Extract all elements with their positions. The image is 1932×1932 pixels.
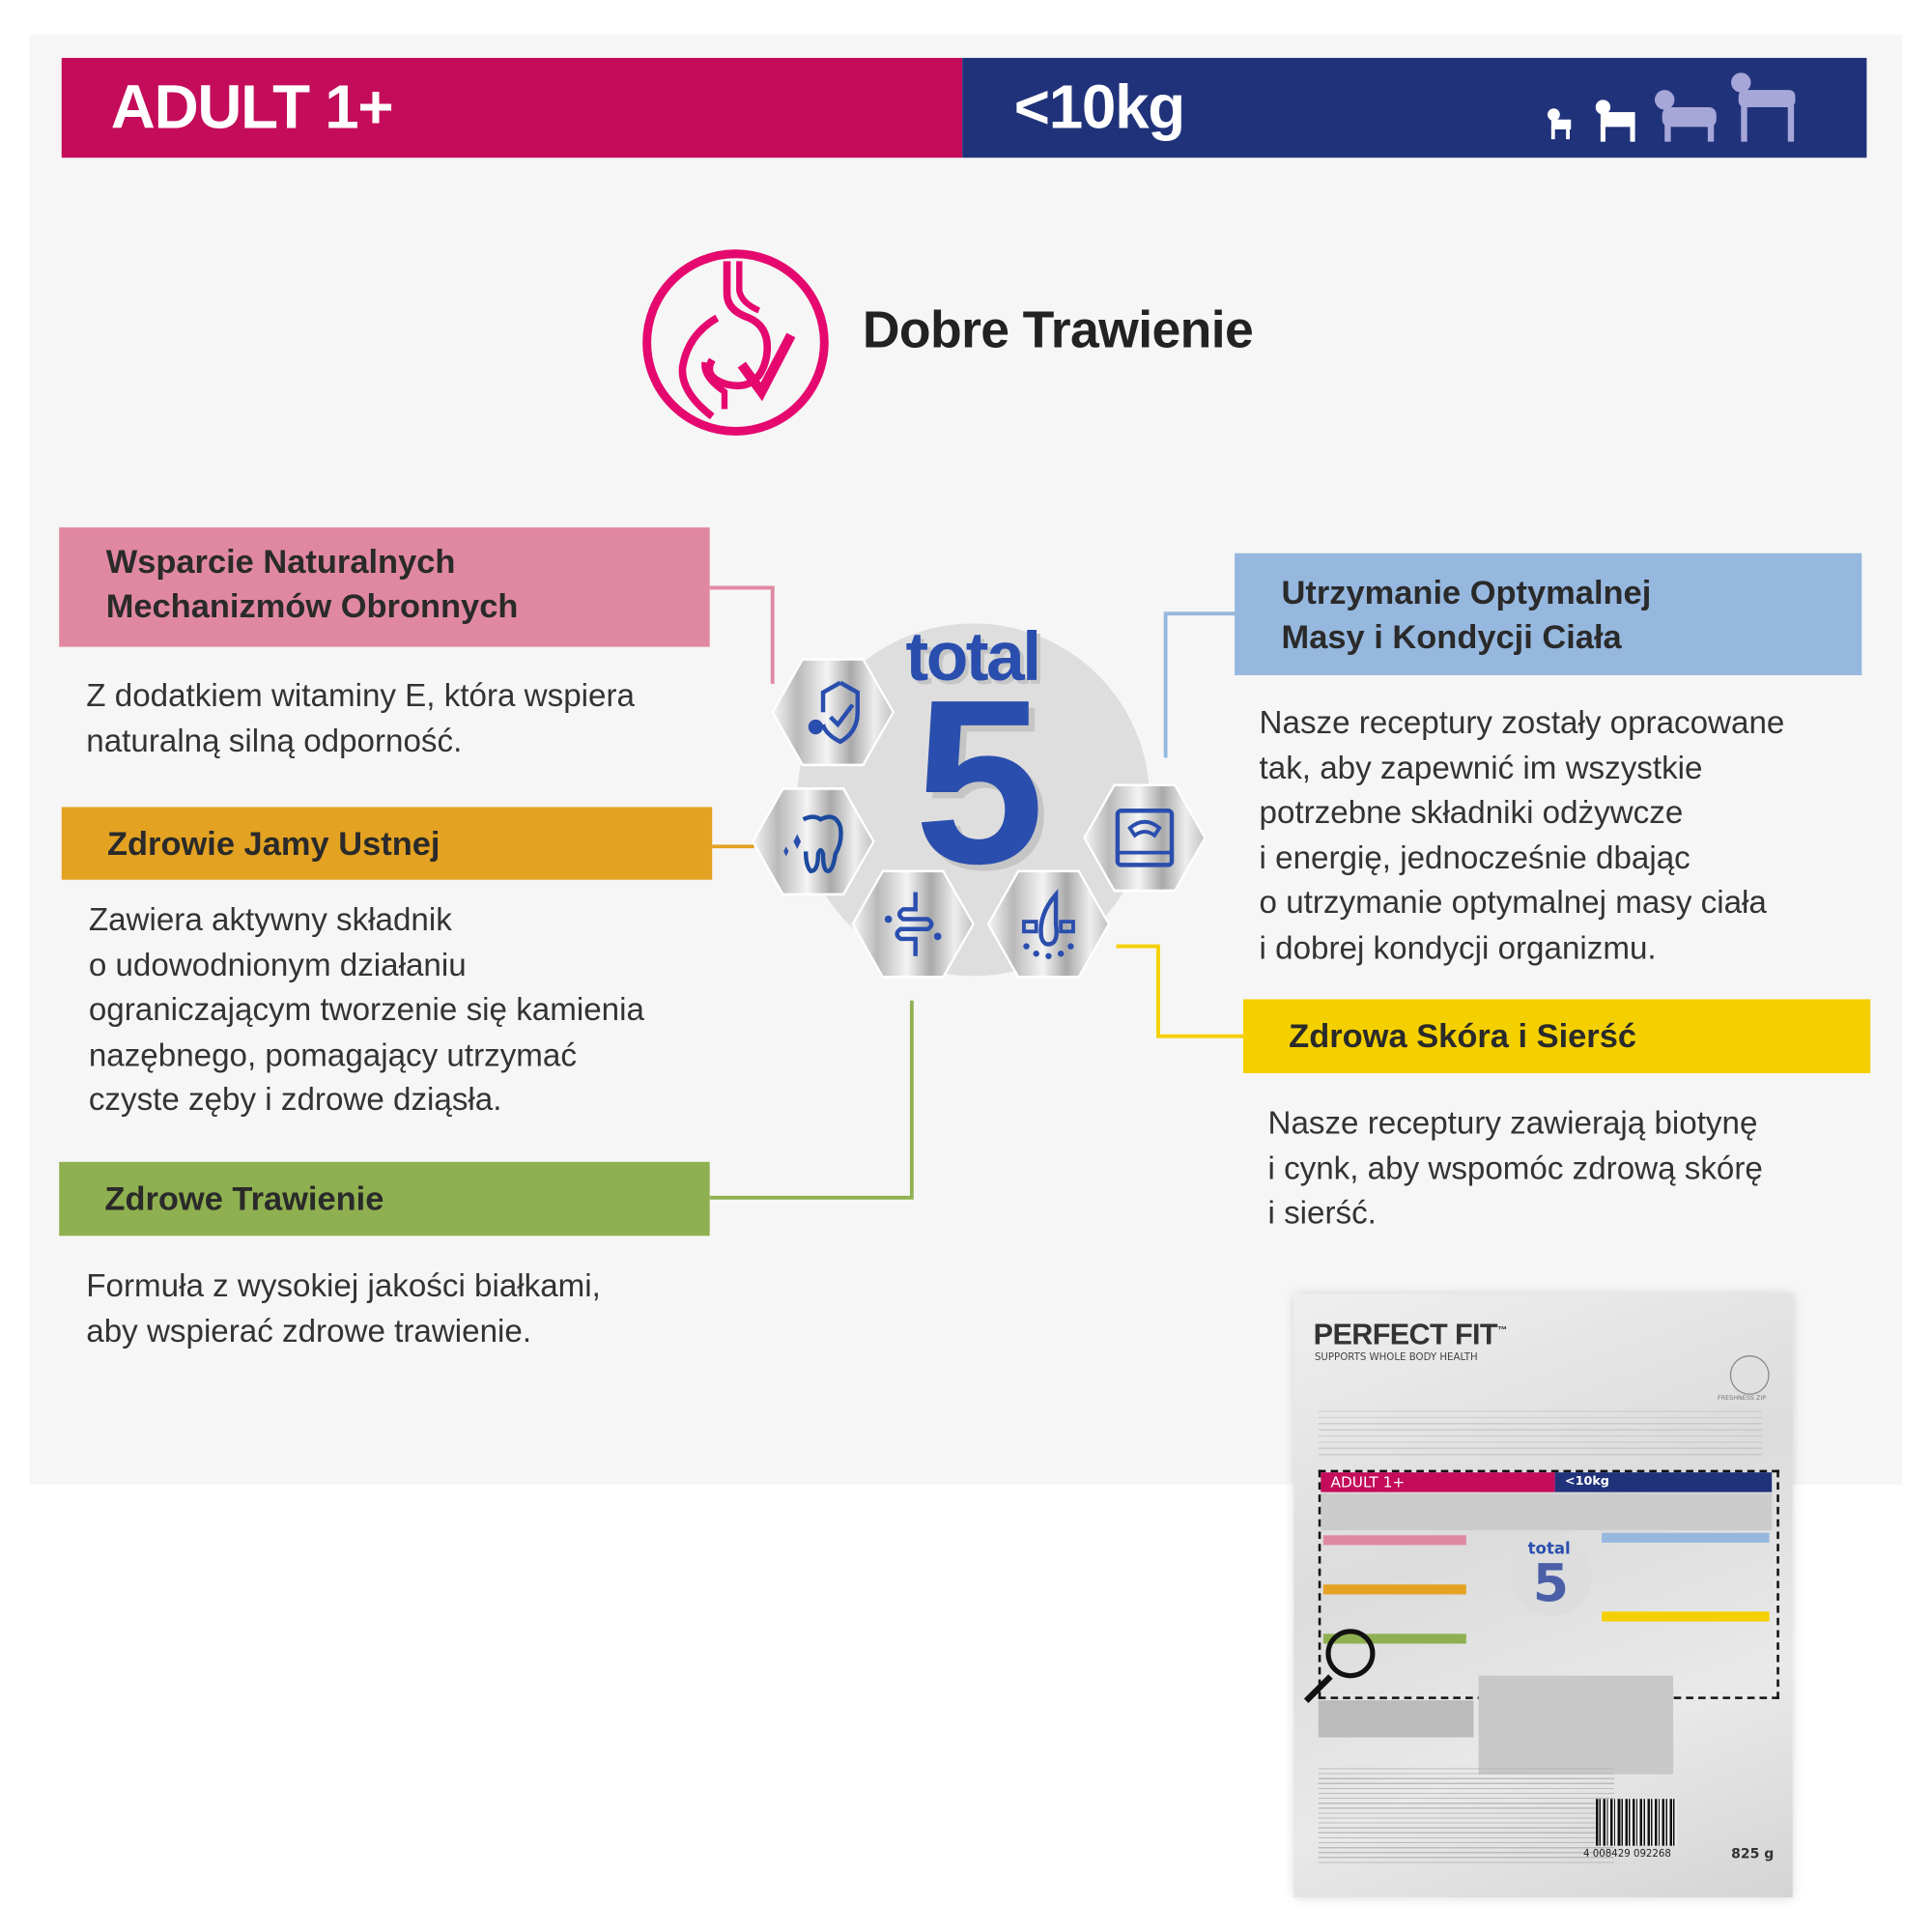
bag-blue-bar (1602, 1532, 1770, 1543)
feature-title-line: Wsparcie Naturalnych (105, 543, 456, 581)
desc-line: o utrzymanie optymalnej masy ciała (1259, 883, 1767, 921)
desc-line: Formuła z wysokiej jakości białkami, (86, 1266, 601, 1304)
bag-net-weight: 825 g (1731, 1845, 1775, 1862)
feature-title-line: Masy i Kondycji Ciała (1281, 618, 1622, 656)
desc-line: nazębnego, pomagający utrzymać (88, 1036, 577, 1073)
desc-line: Z dodatkiem witaminy E, która wspiera (86, 676, 635, 714)
barcode-number: 4 008429 092268 (1583, 1848, 1671, 1860)
feature-immunity-desc: Z dodatkiem witaminy E, która wspiera na… (86, 672, 635, 762)
age-label: ADULT 1+ (110, 72, 394, 142)
desc-line: aby wspierać zdrowe trawienie. (86, 1311, 532, 1350)
bag-age: ADULT 1+ (1321, 1472, 1555, 1492)
bag-tagline: SUPPORTS WHOLE BODY HEALTH (1314, 1351, 1478, 1363)
bag-small-text (1318, 1410, 1762, 1461)
weight-banner: <10kg (962, 57, 1867, 158)
feature-oral-header: Zdrowie Jamy Ustnej (61, 807, 713, 880)
bag-pink-bar (1322, 1535, 1466, 1546)
tooth-icon (783, 814, 843, 874)
feature-oral-desc: Zawiera aktywny składnik o udowodnionym … (89, 897, 644, 1122)
feature-digestion-header: Zdrowe Trawienie (59, 1161, 710, 1236)
bag-zip-label: FRESHNESS ZIP (1718, 1394, 1767, 1403)
desc-line: czyste zęby i zdrowe dziąsła. (88, 1080, 502, 1118)
scale-icon (1115, 809, 1175, 867)
feature-title-line: Zdrowe Trawienie (104, 1179, 384, 1218)
age-banner: ADULT 1+ (61, 57, 963, 158)
stomach-check-icon (642, 249, 829, 436)
hex-digestion (851, 869, 975, 979)
desc-line: tak, aby zapewnić im wszystkie (1259, 748, 1703, 786)
bag-green-bar (1322, 1634, 1466, 1644)
desc-line: i energię, jednocześnie dbając (1259, 838, 1690, 876)
barcode (1595, 1799, 1677, 1846)
desc-line: Nasze receptury zawierają biotynę (1267, 1103, 1758, 1142)
total-label: total (905, 617, 1041, 696)
desc-line: potrzebne składniki odżywcze (1259, 793, 1684, 831)
hair-follicle-icon (1022, 889, 1075, 959)
desc-line: Zawiera aktywny składnik (88, 900, 452, 938)
feature-skin-header: Zdrowa Skóra i Sierść (1242, 999, 1871, 1073)
feature-title-line: Mechanizmów Obronnych (105, 587, 519, 625)
product-bag-image: PERFECT FIT™ SUPPORTS WHOLE BODY HEALTH … (1293, 1293, 1793, 1898)
desc-line: i sierść. (1267, 1193, 1377, 1232)
freshness-zip-icon (1729, 1355, 1770, 1395)
desc-line: i dobrej kondycji organizmu. (1259, 928, 1657, 966)
desc-line: i cynk, aby wspomóc zdrową skórę (1267, 1149, 1763, 1186)
bag-orange-bar (1322, 1584, 1466, 1595)
feature-digestion-desc: Formuła z wysokiej jakości białkami, aby… (86, 1263, 601, 1352)
desc-line: ograniczającym tworzenie się kamienia (88, 990, 644, 1028)
intestine-icon (884, 892, 942, 956)
bag-weight: <10kg (1554, 1472, 1773, 1492)
bag-text-block (1318, 1700, 1474, 1738)
feature-immunity-header: Wsparcie Naturalnych Mechanizmów Obronny… (59, 526, 710, 647)
bag-yellow-bar (1602, 1611, 1770, 1622)
bag-info-strip (1321, 1492, 1773, 1531)
feature-weight-header: Utrzymanie Optymalnej Masy i Kondycji Ci… (1235, 553, 1862, 675)
desc-line: Nasze receptury zostały opracowane (1259, 703, 1785, 741)
bag-number: 5 (1532, 1552, 1570, 1613)
benefit-title: Dobre Trawienie (862, 300, 1254, 359)
feature-title-line: Utrzymanie Optymalnej (1281, 574, 1652, 611)
bag-feeding-table (1478, 1675, 1674, 1775)
feature-title-line: Zdrowa Skóra i Sierść (1289, 1017, 1637, 1055)
feature-skin-desc: Nasze receptury zawierają biotynę i cynk… (1267, 1100, 1762, 1236)
bag-total5-circle (1510, 1535, 1592, 1617)
shield-check-icon (808, 680, 860, 745)
bag-total: total (1527, 1540, 1571, 1559)
bag-brand: PERFECT FIT™ (1313, 1318, 1507, 1352)
magnifier-icon (1325, 1629, 1376, 1679)
feature-weight-desc: Nasze receptury zostały opracowane tak, … (1260, 699, 1785, 969)
dog-size-icons (1548, 72, 1796, 142)
weight-label: <10kg (1013, 72, 1186, 142)
desc-line: naturalną silną odporność. (86, 721, 463, 759)
feature-title-line: Zdrowie Jamy Ustnej (106, 825, 440, 863)
total-number: 5 (914, 651, 1045, 914)
connector-lines (709, 585, 1243, 1200)
bag-ingredients-text (1318, 1768, 1614, 1867)
desc-line: o udowodnionym działaniu (88, 945, 467, 983)
